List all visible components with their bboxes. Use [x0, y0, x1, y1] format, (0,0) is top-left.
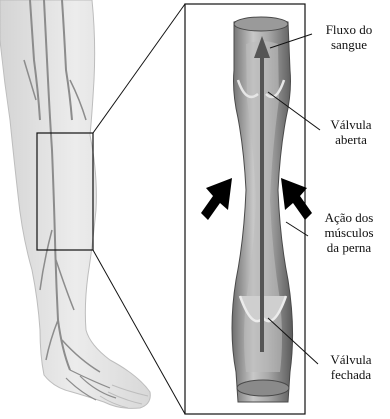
label-closed-valve-line1: Válvula: [318, 352, 384, 367]
label-open-valve-line1: Válvula: [318, 117, 384, 132]
label-leg-muscles-line2: músculos: [310, 225, 388, 240]
label-leg-muscles-line3: da perna: [310, 240, 388, 255]
vein-top-ring: [234, 17, 288, 31]
label-open-valve-line2: aberta: [318, 132, 384, 147]
leg-silhouette: [0, 0, 150, 408]
zoom-connector-top: [93, 4, 185, 133]
label-leg-muscles: Ação dos músculos da perna: [310, 210, 388, 255]
label-open-valve: Válvula aberta: [318, 117, 384, 147]
label-closed-valve-line2: fechada: [318, 367, 384, 382]
label-blood-flow: Fluxo do sangue: [312, 22, 386, 52]
label-blood-flow-line2: sangue: [312, 37, 386, 52]
label-blood-flow-line1: Fluxo do: [312, 22, 386, 37]
leg-illustration: [0, 0, 150, 408]
label-leg-muscles-line1: Ação dos: [310, 210, 388, 225]
vein-bottom-ring: [237, 380, 289, 396]
label-closed-valve: Válvula fechada: [318, 352, 384, 382]
